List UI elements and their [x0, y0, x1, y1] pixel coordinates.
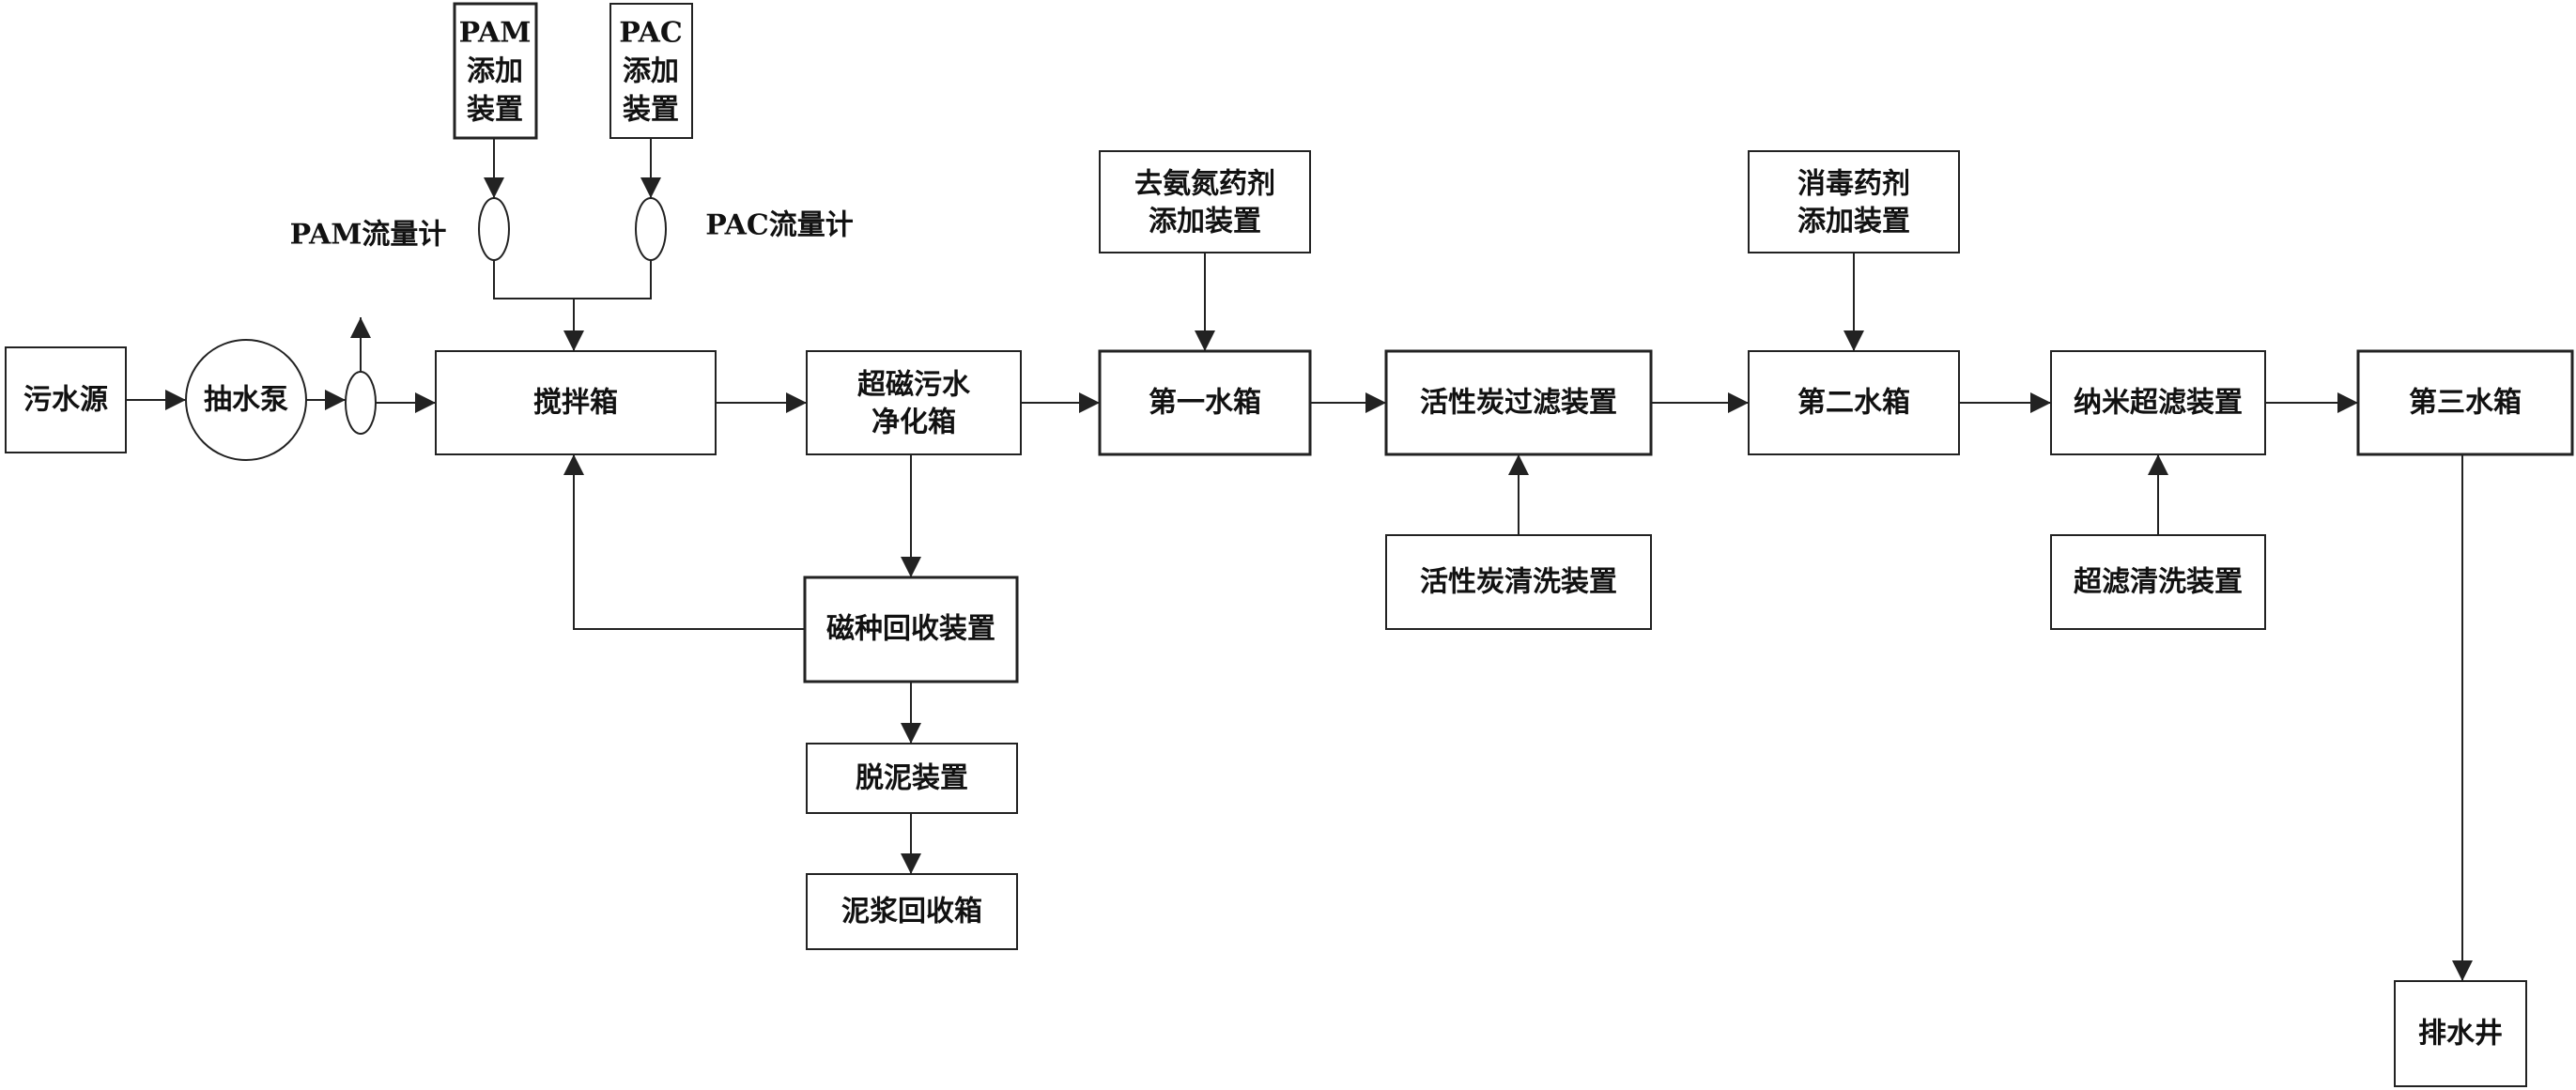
pump-label: 抽水泵	[204, 384, 288, 417]
tank1-label: 第一水箱	[1149, 387, 1261, 420]
uf-cleaning-label: 超滤清洗装置	[2074, 566, 2243, 599]
magnetic-seed-recovery-label: 磁种回收装置	[826, 613, 995, 646]
carbon-cleaning-box	[1385, 534, 1652, 630]
pam-flowmeter-symbol	[478, 197, 510, 261]
disinfect-dosing-label-line1: 消毒药剂	[1797, 168, 1910, 201]
sludge-box	[806, 873, 1018, 950]
arrow-recovery-to-mixing	[563, 454, 805, 630]
tank3-label: 第三水箱	[2409, 387, 2522, 420]
drain-well-box	[2394, 980, 2527, 1087]
ammonia-dosing-label-line2: 添加装置	[1149, 206, 1261, 238]
pam-flowmeter-label: PAM流量计	[290, 219, 447, 252]
pac-device-box	[609, 3, 693, 139]
pac-device-label-line1: PAC	[619, 17, 683, 50]
disinfect-dosing-box	[1748, 150, 1960, 253]
carbon-filter-label: 活性炭过滤装置	[1420, 387, 1617, 420]
pac-device-label-line2: 添加	[623, 55, 679, 88]
uf-cleaning-box	[2050, 534, 2266, 630]
sludge-box-label: 泥浆回收箱	[841, 896, 982, 929]
ammonia-dosing-label-line1: 去氨氮药剂	[1134, 168, 1275, 201]
pac-flowmeter-symbol	[635, 197, 667, 261]
pac-device-label-line3: 装置	[623, 94, 679, 127]
magnetic-purifier-label-line1: 超磁污水	[857, 369, 971, 402]
nano-uf-box	[2050, 350, 2266, 455]
pam-device-label-line3: 装置	[467, 94, 523, 127]
pam-device-label-line1: PAM	[459, 17, 532, 50]
magnetic-purifier-label-line2: 净化箱	[872, 407, 956, 439]
pam-device-box	[453, 2, 538, 140]
pam-device-label-line2: 添加	[467, 55, 523, 88]
pac-flowmeter-label: PAC流量计	[705, 209, 854, 242]
sewage-source-box	[5, 346, 127, 453]
disinfect-dosing-label-line2: 添加装置	[1797, 206, 1910, 238]
drain-well-label: 排水井	[2418, 1018, 2503, 1051]
nano-uf-label: 纳米超滤装置	[2074, 387, 2243, 420]
tank2-label: 第二水箱	[1797, 387, 1910, 420]
mixing-tank-label: 搅拌箱	[533, 387, 618, 420]
tank2-box	[1748, 350, 1960, 455]
line-meters-merge	[493, 260, 652, 299]
dewatering-label: 脱泥装置	[856, 762, 968, 795]
tank3-box	[2356, 349, 2574, 456]
carbon-cleaning-label: 活性炭清洗装置	[1420, 566, 1617, 599]
flowmeter-symbol	[345, 371, 377, 435]
sewage-source-label: 污水源	[23, 384, 108, 417]
magnetic-purifier-box	[806, 350, 1022, 455]
ammonia-dosing-box	[1099, 150, 1311, 253]
